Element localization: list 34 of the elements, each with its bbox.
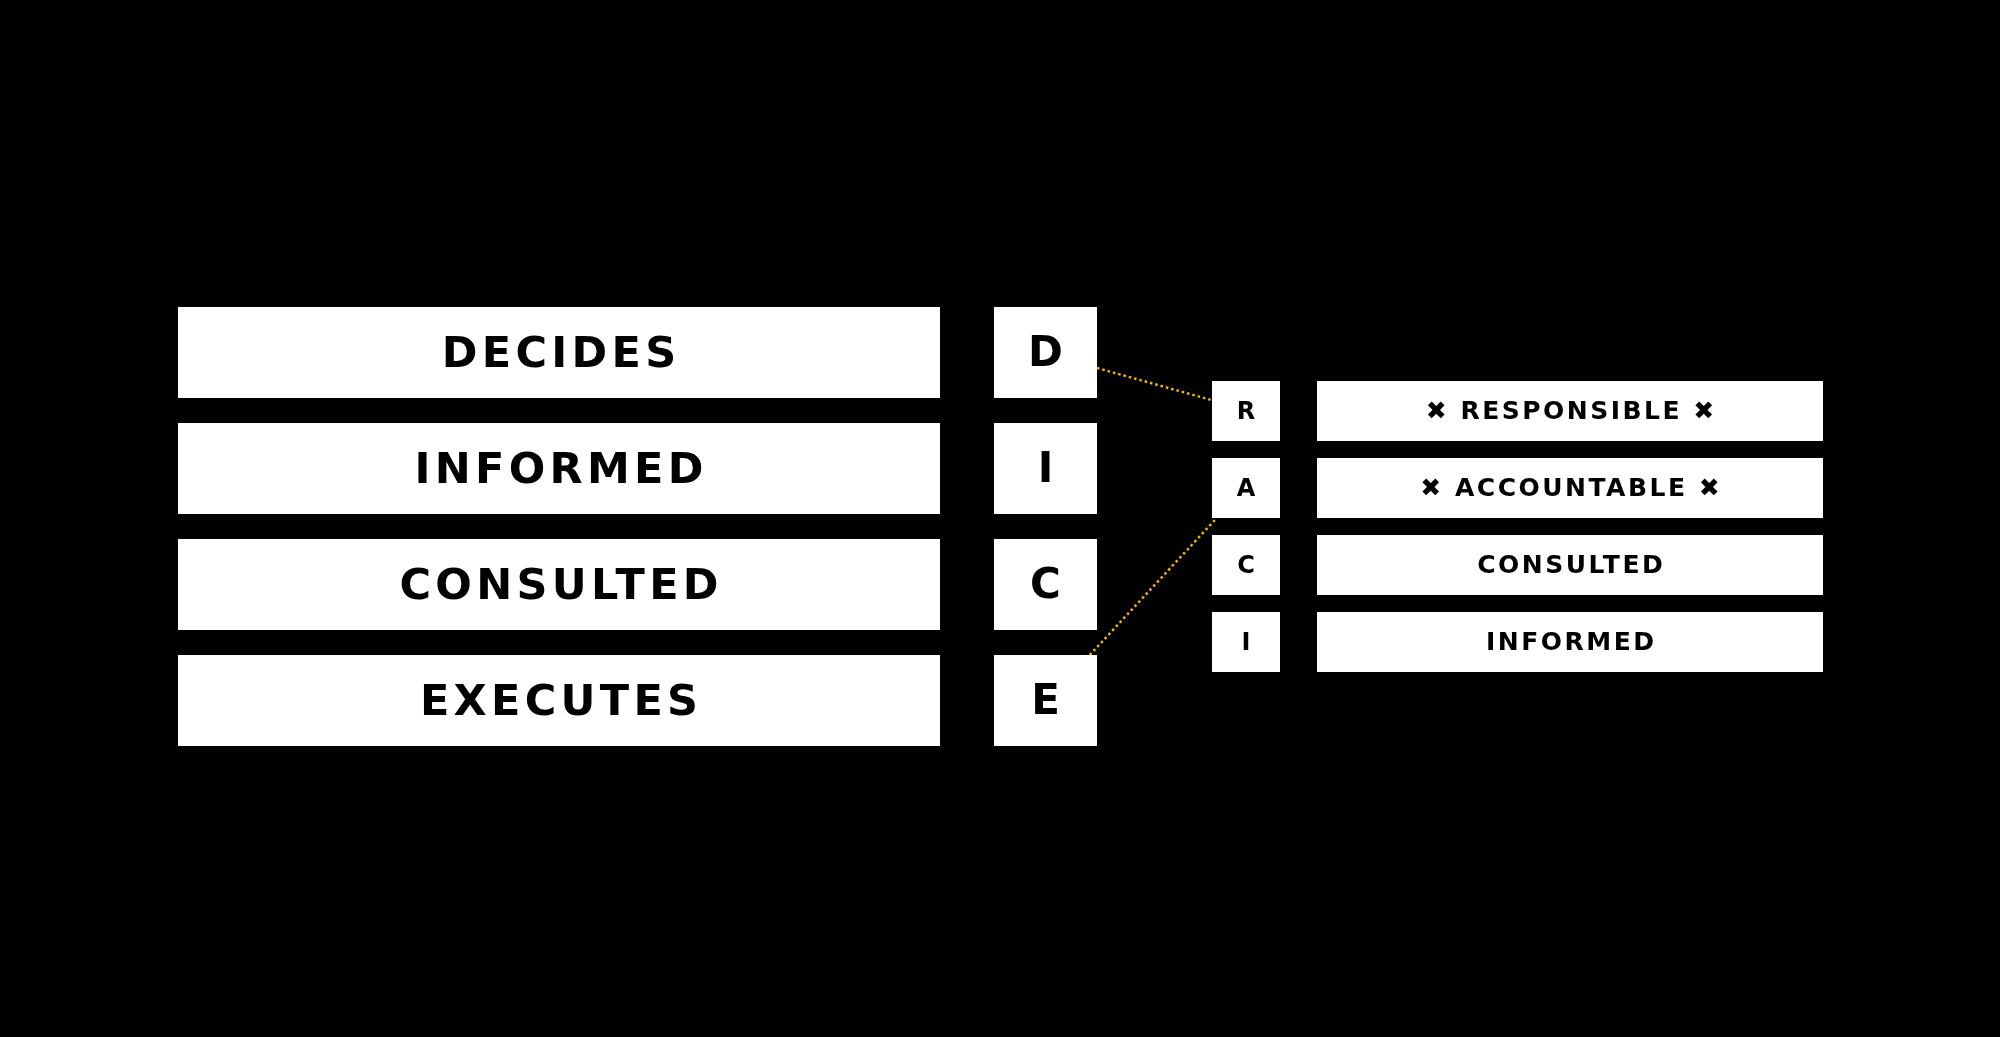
role-bar bbox=[178, 307, 940, 398]
role-name: DECIDES bbox=[440, 328, 681, 377]
role-name: CONSULTED bbox=[1476, 551, 1666, 579]
letter-tile bbox=[1212, 381, 1280, 441]
role-bar bbox=[1317, 535, 1823, 595]
letter-tile bbox=[1212, 535, 1280, 595]
letter-tile bbox=[994, 539, 1097, 630]
initial-letter: C bbox=[1030, 561, 1061, 608]
role-name: ✖ ACCOUNTABLE ✖ bbox=[1419, 474, 1723, 502]
letter-tile bbox=[994, 423, 1097, 514]
role-name: INFORMED bbox=[413, 444, 708, 493]
role-name: EXECUTES bbox=[418, 676, 703, 725]
initial-letter: A bbox=[1236, 474, 1256, 502]
initial-letter: C bbox=[1237, 551, 1255, 579]
role-bar bbox=[178, 539, 940, 630]
role-bar bbox=[1317, 381, 1823, 441]
role-name: CONSULTED bbox=[398, 560, 723, 609]
dotted-connector bbox=[1088, 517, 1218, 656]
dotted-connector bbox=[1096, 366, 1213, 402]
initial-letter: R bbox=[1236, 397, 1256, 425]
role-bar bbox=[1317, 458, 1823, 518]
role-bar bbox=[178, 655, 940, 746]
initial-letter: I bbox=[1037, 445, 1054, 492]
letter-tile bbox=[994, 655, 1097, 746]
letter-tile bbox=[1212, 612, 1280, 672]
role-bar bbox=[1317, 612, 1823, 672]
initial-letter: E bbox=[1031, 677, 1060, 724]
letter-tile bbox=[994, 307, 1097, 398]
role-name: ✖ RESPONSIBLE ✖ bbox=[1424, 397, 1717, 425]
role-name: INFORMED bbox=[1485, 628, 1657, 656]
initial-letter: I bbox=[1241, 628, 1251, 656]
letter-tile bbox=[1212, 458, 1280, 518]
role-bar bbox=[178, 423, 940, 514]
initial-letter: D bbox=[1028, 329, 1063, 376]
